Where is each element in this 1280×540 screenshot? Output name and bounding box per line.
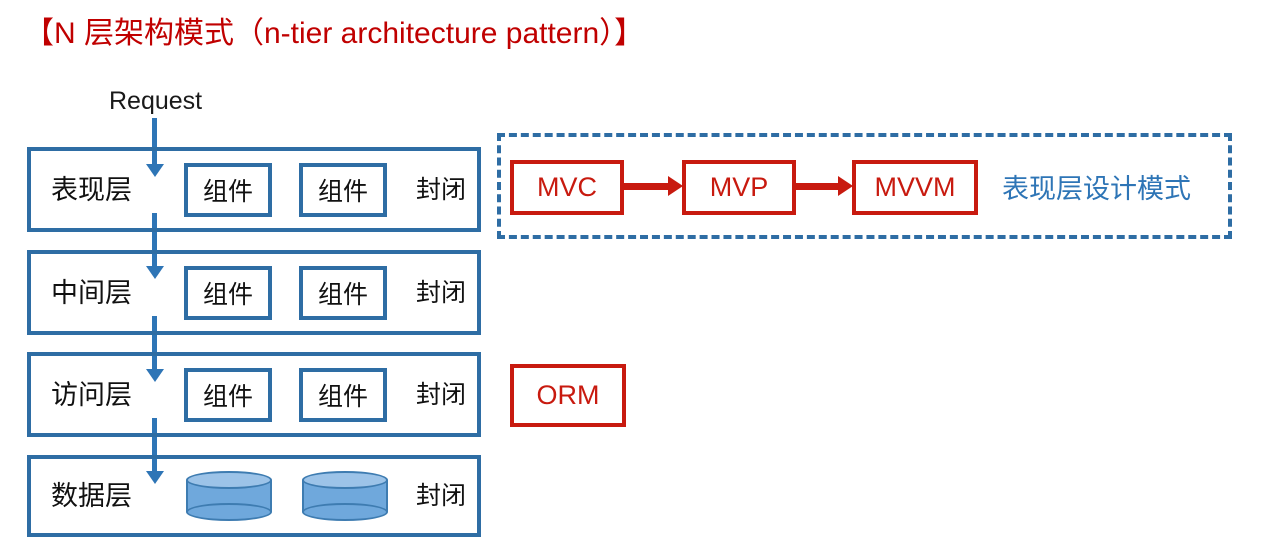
- request-label: Request: [109, 87, 203, 115]
- pattern-box-mvvm[interactable]: MVVM: [852, 160, 978, 215]
- flow-line-middle-to-access: [152, 316, 157, 369]
- arrow-line: [624, 183, 670, 190]
- flow-line-access-to-data: [152, 418, 157, 471]
- component-box[interactable]: 组件: [184, 162, 272, 217]
- flow-line-entry: [152, 118, 157, 164]
- cylinder-bottom: [186, 503, 272, 521]
- cylinder-bottom: [302, 503, 388, 521]
- component-box[interactable]: 组件: [299, 265, 387, 320]
- component-box[interactable]: 组件: [299, 162, 387, 217]
- layer-closed-label: 封闭: [416, 278, 467, 307]
- pattern-box-mvp[interactable]: MVP: [682, 160, 796, 215]
- diagram-title: 【N 层架构模式（n-tier architecture pattern）】: [24, 17, 645, 50]
- layer-closed-label: 封闭: [416, 380, 467, 409]
- arrow-head-icon: [668, 176, 683, 196]
- component-box[interactable]: 组件: [184, 265, 272, 320]
- flow-arrowhead-presentation: [146, 164, 164, 177]
- arrow-line: [796, 183, 840, 190]
- pattern-arrow-mvc-to-mvp: [624, 176, 683, 196]
- layer-name-middle: 中间层: [51, 277, 132, 308]
- layer-access[interactable]: 访问层 组件 组件 封闭: [27, 352, 481, 437]
- layer-data[interactable]: 数据层 封闭: [27, 455, 481, 537]
- database-cylinder-icon[interactable]: [302, 471, 388, 521]
- pattern-panel-container: [497, 133, 1232, 239]
- cylinder-top: [186, 471, 272, 489]
- cylinder-top: [302, 471, 388, 489]
- layer-name-presentation: 表现层: [51, 174, 132, 205]
- layer-middle[interactable]: 中间层 组件 组件 封闭: [27, 250, 481, 335]
- flow-line-presentation-to-middle: [152, 213, 157, 266]
- layer-presentation[interactable]: 表现层 组件 组件 封闭: [27, 147, 481, 232]
- flow-arrowhead-access: [146, 369, 164, 382]
- layer-name-access: 访问层: [51, 379, 132, 410]
- pattern-panel-label: 表现层设计模式: [1002, 174, 1191, 204]
- layer-name-data: 数据层: [51, 481, 132, 511]
- layer-closed-label: 封闭: [416, 175, 467, 204]
- arrow-head-icon: [838, 176, 853, 196]
- flow-arrowhead-data: [146, 471, 164, 484]
- pattern-box-mvc[interactable]: MVC: [510, 160, 624, 215]
- layer-closed-label: 封闭: [416, 482, 467, 510]
- database-cylinder-icon[interactable]: [186, 471, 272, 521]
- component-box[interactable]: 组件: [299, 367, 387, 422]
- component-box[interactable]: 组件: [184, 367, 272, 422]
- flow-arrowhead-middle: [146, 266, 164, 279]
- orm-box[interactable]: ORM: [510, 364, 626, 427]
- pattern-arrow-mvp-to-mvvm: [796, 176, 853, 196]
